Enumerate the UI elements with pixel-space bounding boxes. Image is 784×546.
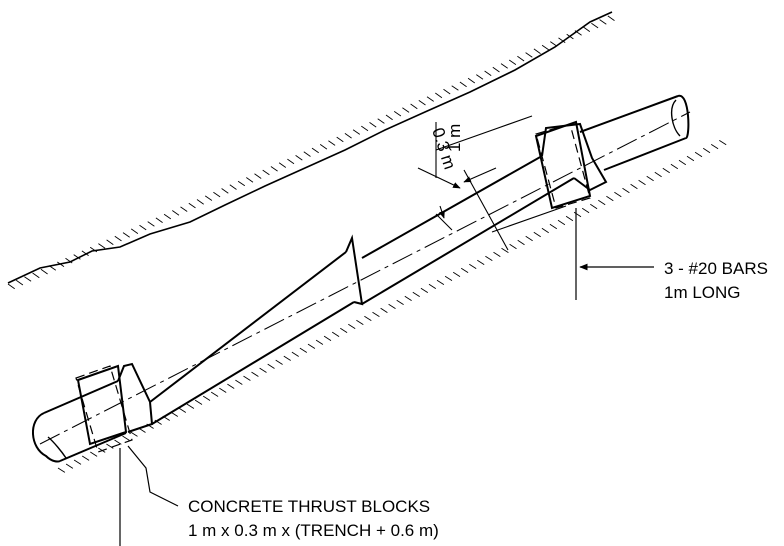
- trench-bottom-hatch: [57, 140, 727, 473]
- pipe: [32, 95, 690, 463]
- thrust-block-leader: [119, 445, 179, 546]
- thrust-block-callout-line1: CONCRETE THRUST BLOCKS: [188, 497, 430, 516]
- ground-surface: [7, 11, 615, 290]
- dimension-lines: [417, 115, 567, 251]
- bars-callout-line1: 3 - #20 BARS: [664, 259, 768, 278]
- thrust-block-callout-line2: 1 m x 0.3 m x (TRENCH + 0.6 m): [188, 521, 439, 540]
- bars-leader: [575, 208, 654, 300]
- thrust-blocks: [75, 123, 591, 453]
- bars-callout-line2: 1m LONG: [664, 283, 741, 302]
- dimension-1m: 1 m: [445, 124, 464, 152]
- pipe-centerline: [39, 111, 691, 445]
